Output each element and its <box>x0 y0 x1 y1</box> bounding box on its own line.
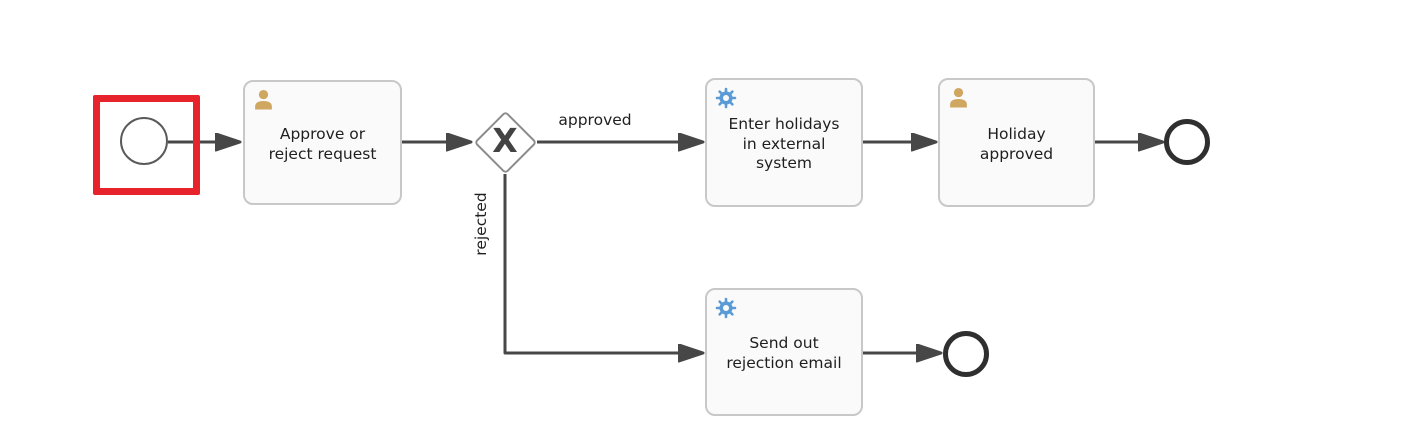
user-icon <box>255 89 272 110</box>
task-label: Enter holidays in external system <box>728 114 840 173</box>
task-send-out-rejection-email[interactable]: Send out rejection email <box>705 288 863 416</box>
end-event-approved[interactable] <box>1164 119 1210 165</box>
task-label: Holiday approved <box>979 124 1054 163</box>
click-target-highlight <box>93 95 200 195</box>
gear-icon <box>715 297 737 319</box>
start-event[interactable] <box>120 117 168 165</box>
exclusive-gateway[interactable]: X <box>473 110 537 174</box>
flow-label-approved: approved <box>558 111 632 129</box>
gateway-x-marker: X <box>492 120 518 160</box>
task-label: Send out rejection email <box>726 334 842 372</box>
task-approve-or-reject-request[interactable]: Approve or reject request <box>243 80 402 205</box>
task-label: Approve or reject request <box>268 124 377 163</box>
user-icon <box>950 87 967 108</box>
flow-label-rejected: rejected <box>472 192 490 256</box>
task-enter-holidays-in-external-system[interactable]: Enter holidays in external system <box>705 78 863 207</box>
end-event-rejected[interactable] <box>943 331 989 377</box>
gear-icon <box>715 87 737 109</box>
flow-rejected-to-send-email <box>503 174 701 353</box>
task-holiday-approved[interactable]: Holiday approved <box>938 78 1095 207</box>
